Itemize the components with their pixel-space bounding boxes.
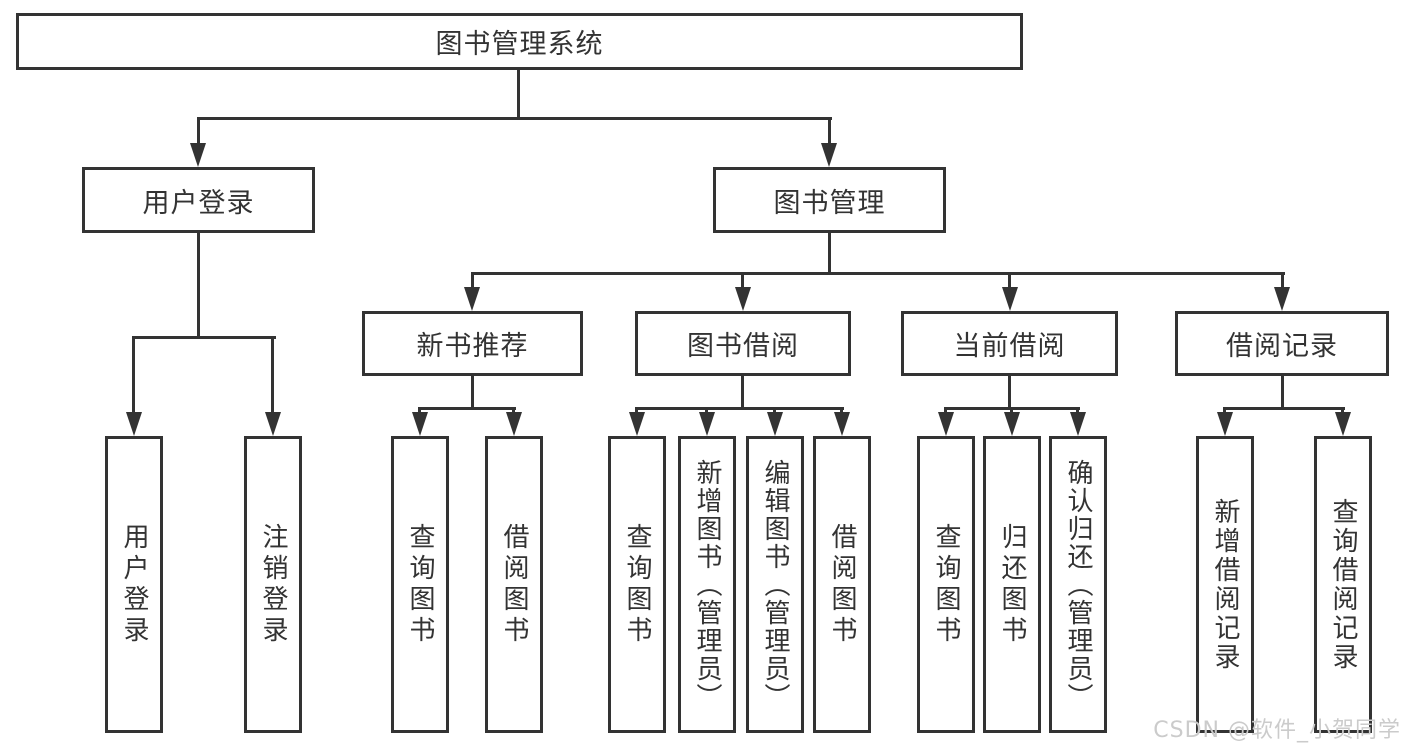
node-new-book-recommend: 新书推荐	[362, 311, 583, 376]
node-borrow-record-label: 借阅记录	[1226, 331, 1338, 362]
connector-line	[944, 407, 947, 415]
leaf-borrow-borrow-books-label: 借阅图书	[827, 522, 857, 647]
node-borrow-record: 借阅记录	[1175, 311, 1389, 376]
leaf-recommend-query-books: 查询图书	[391, 436, 449, 733]
arrow-head	[506, 412, 522, 436]
connector-line	[840, 407, 843, 415]
node-book-management: 图书管理	[713, 167, 946, 233]
leaf-current-return-books-label: 归还图书	[997, 522, 1027, 647]
connector-line	[418, 407, 421, 415]
connector-line	[1224, 407, 1345, 410]
leaf-record-query: 查询借阅记录	[1314, 436, 1372, 733]
connector-line	[197, 117, 832, 120]
connector-line	[512, 407, 515, 415]
arrow-head	[834, 412, 850, 436]
leaf-current-query-books-label: 查询图书	[931, 522, 961, 647]
connector-line	[419, 407, 516, 410]
connector-line	[132, 336, 276, 339]
leaf-current-query-books: 查询图书	[917, 436, 975, 733]
connector-line	[1281, 376, 1284, 410]
node-new-book-recommend-label: 新书推荐	[416, 331, 529, 362]
arrow-head	[1002, 287, 1018, 311]
connector-line	[471, 272, 1285, 275]
arrow-head	[1070, 412, 1086, 436]
leaf-borrow-add-books: 新增图书（管理员）	[678, 436, 736, 733]
leaf-current-confirm-return: 确认归还（管理员）	[1049, 436, 1107, 733]
arrow-head	[464, 287, 480, 311]
leaf-borrow-edit-books-label: 编辑图书（管理员）	[760, 458, 790, 711]
leaf-record-add: 新增借阅记录	[1196, 436, 1254, 733]
arrow-head	[699, 412, 715, 436]
connector-line	[705, 407, 708, 415]
connector-line	[828, 117, 831, 145]
connector-line	[517, 68, 520, 120]
connector-line	[828, 233, 831, 275]
arrow-head	[1274, 287, 1290, 311]
connector-line	[741, 376, 744, 410]
arrow-head	[1004, 412, 1020, 436]
leaf-recommend-borrow-books-label: 借阅图书	[499, 522, 529, 647]
arrow-head	[821, 143, 837, 167]
node-user-login-label: 用户登录	[142, 187, 255, 219]
arrow-head	[938, 412, 954, 436]
leaf-record-add-label: 新增借阅记录	[1210, 497, 1240, 672]
node-root-label: 图书管理系统	[435, 29, 604, 60]
node-book-borrow-label: 图书借阅	[687, 331, 799, 362]
leaf-recommend-borrow-books: 借阅图书	[485, 436, 543, 733]
arrow-head	[735, 287, 751, 311]
leaf-current-confirm-return-label: 确认归还（管理员）	[1063, 458, 1093, 711]
leaf-record-query-label: 查询借阅记录	[1328, 497, 1358, 672]
connector-line	[635, 407, 638, 415]
node-book-borrow: 图书借阅	[635, 311, 851, 376]
connector-line	[1010, 407, 1013, 415]
connector-line	[271, 336, 274, 416]
leaf-borrow-query-books: 查询图书	[608, 436, 666, 733]
connector-line	[1008, 272, 1011, 290]
connector-line	[1223, 407, 1226, 415]
node-book-management-label: 图书管理	[773, 187, 886, 219]
leaf-logout: 注销登录	[244, 436, 302, 733]
node-current-borrow-label: 当前借阅	[953, 331, 1066, 362]
leaf-borrow-edit-books: 编辑图书（管理员）	[746, 436, 804, 733]
connector-line	[1076, 407, 1079, 415]
node-user-login: 用户登录	[82, 167, 315, 233]
arrow-head	[126, 412, 142, 436]
csdn-watermark: CSDN @软件_小贺同学	[1153, 718, 1401, 743]
leaf-recommend-query-books-label: 查询图书	[405, 522, 435, 647]
leaf-borrow-query-books-label: 查询图书	[622, 522, 652, 647]
arrow-head	[1335, 412, 1351, 436]
connector-line	[471, 272, 474, 290]
connector-line	[197, 117, 200, 145]
connector-line	[132, 336, 135, 416]
connector-line	[773, 407, 776, 415]
connector-line	[636, 407, 844, 410]
arrow-head	[629, 412, 645, 436]
leaf-user-login-label: 用户登录	[119, 522, 149, 647]
arrow-head	[190, 143, 206, 167]
connector-line	[471, 376, 474, 410]
leaf-borrow-add-books-label: 新增图书（管理员）	[692, 458, 722, 711]
leaf-user-login: 用户登录	[105, 436, 163, 733]
connector-line	[197, 233, 200, 339]
leaf-borrow-borrow-books: 借阅图书	[813, 436, 871, 733]
connector-line	[1341, 407, 1344, 415]
node-current-borrow: 当前借阅	[901, 311, 1118, 376]
arrow-head	[767, 412, 783, 436]
arrow-head	[412, 412, 428, 436]
arrow-head	[265, 412, 281, 436]
connector-line	[1008, 376, 1011, 410]
leaf-current-return-books: 归还图书	[983, 436, 1041, 733]
leaf-logout-label: 注销登录	[258, 522, 288, 647]
connector-line	[1281, 272, 1284, 290]
connector-line	[741, 272, 744, 290]
arrow-head	[1217, 412, 1233, 436]
node-root: 图书管理系统	[16, 13, 1023, 70]
